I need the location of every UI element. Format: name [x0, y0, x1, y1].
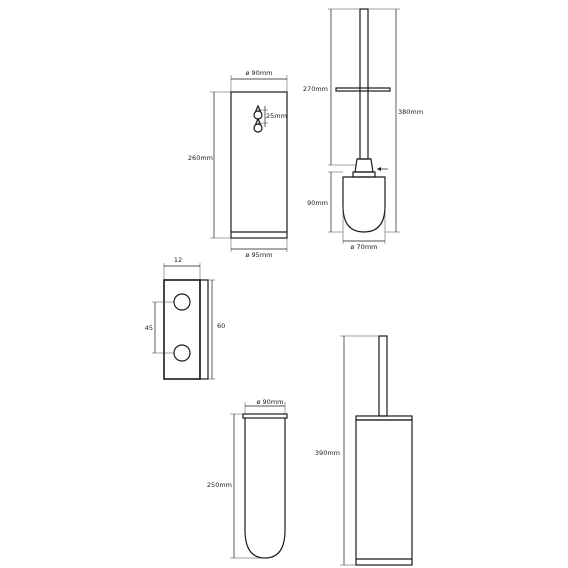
keyhole-slot-icon — [253, 117, 263, 133]
assembled-set-view: 390mm — [315, 335, 413, 566]
head-height-label: 90mm — [307, 199, 328, 207]
brush-head — [342, 176, 386, 233]
handle-length-label: 270mm — [303, 85, 328, 93]
brush-with-lid-view: 270mm 380mm 90mm ø 70mm — [303, 8, 423, 251]
top-width-label: ø 90mm — [246, 69, 273, 77]
brush-lid-plate — [335, 87, 391, 92]
mounting-hole-icon — [173, 293, 191, 311]
set-height-label: 390mm — [315, 449, 340, 457]
brush-neck — [354, 158, 374, 173]
bracket-hole-spacing-label: 45 — [145, 324, 153, 332]
hole-spacing-label: 25mm — [266, 112, 287, 120]
depth-label: 12 — [174, 256, 182, 264]
brush-collar — [352, 171, 376, 178]
wall-bracket-view: 12 45 60 — [145, 256, 225, 380]
set-holder — [355, 419, 413, 566]
bracket-height-label: 60 — [217, 322, 225, 330]
total-length-label: 380mm — [398, 108, 423, 116]
set-handle — [378, 335, 388, 417]
bowl-rim — [242, 413, 288, 419]
bracket-plate — [163, 279, 201, 380]
keyhole-slot-icon — [253, 104, 263, 120]
head-width-label: ø 70mm — [351, 243, 378, 251]
bowl-width-label: ø 90mm — [257, 398, 284, 406]
holder-body — [230, 91, 288, 239]
set-lid — [355, 415, 413, 421]
arrow-icon — [377, 167, 381, 171]
bracket-side — [199, 279, 209, 380]
bottom-width-label: ø 95mm — [246, 251, 273, 259]
bowl-view: ø 90mm 250mm — [207, 398, 288, 559]
mounting-hole-icon — [173, 344, 191, 362]
height-label: 260mm — [188, 154, 213, 162]
bowl-body — [244, 418, 286, 559]
brush-handle — [359, 8, 369, 160]
bowl-height-label: 250mm — [207, 481, 232, 489]
wall-holder-front-view: ø 90mm 260mm 25mm ø 95mm — [188, 69, 288, 259]
